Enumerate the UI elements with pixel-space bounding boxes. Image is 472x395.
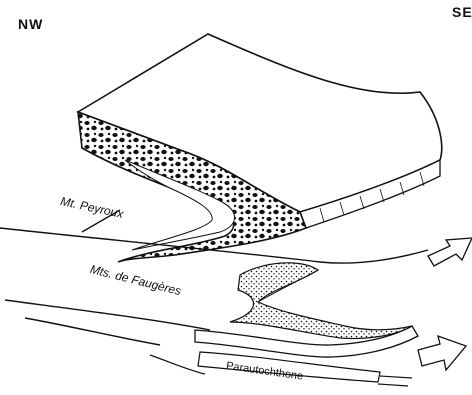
movement-arrows: [418, 238, 472, 370]
arrow-upper: [428, 238, 472, 266]
peyroux-nappe: [78, 34, 442, 262]
faugeres-nappe: [195, 263, 418, 357]
arrow-lower: [418, 336, 466, 370]
direction-nw-label: NW: [18, 16, 43, 32]
direction-se-label: SE: [452, 4, 472, 20]
